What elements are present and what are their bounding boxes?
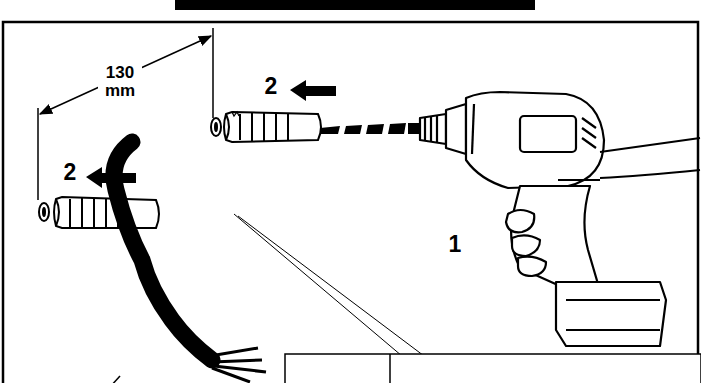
- dimension-line: [40, 36, 211, 114]
- dimension-label: 130 mm: [98, 64, 142, 100]
- power-cable: [114, 142, 212, 360]
- wall-hole: [211, 118, 221, 136]
- leader-line: [110, 376, 120, 383]
- wall-hole: [214, 122, 218, 132]
- leader-line: [234, 214, 402, 356]
- wall-hole: [39, 203, 49, 221]
- drill-bit: [320, 123, 422, 134]
- direction-arrow: [290, 80, 336, 101]
- extension-line: [212, 28, 214, 118]
- callout-number: 2: [58, 160, 82, 184]
- cordless-drill: [420, 92, 700, 346]
- callout-number: 1: [443, 232, 467, 256]
- frame: [3, 22, 698, 383]
- callout-number: 2: [259, 74, 283, 98]
- wall-hole: [42, 207, 46, 217]
- wall-plug: [224, 112, 321, 142]
- table-box: [285, 354, 701, 383]
- header-bar: [175, 0, 535, 10]
- cable-wires: [210, 348, 266, 382]
- extension-line: [37, 108, 39, 200]
- wall-plug: [54, 197, 159, 228]
- table-divider: [389, 354, 391, 383]
